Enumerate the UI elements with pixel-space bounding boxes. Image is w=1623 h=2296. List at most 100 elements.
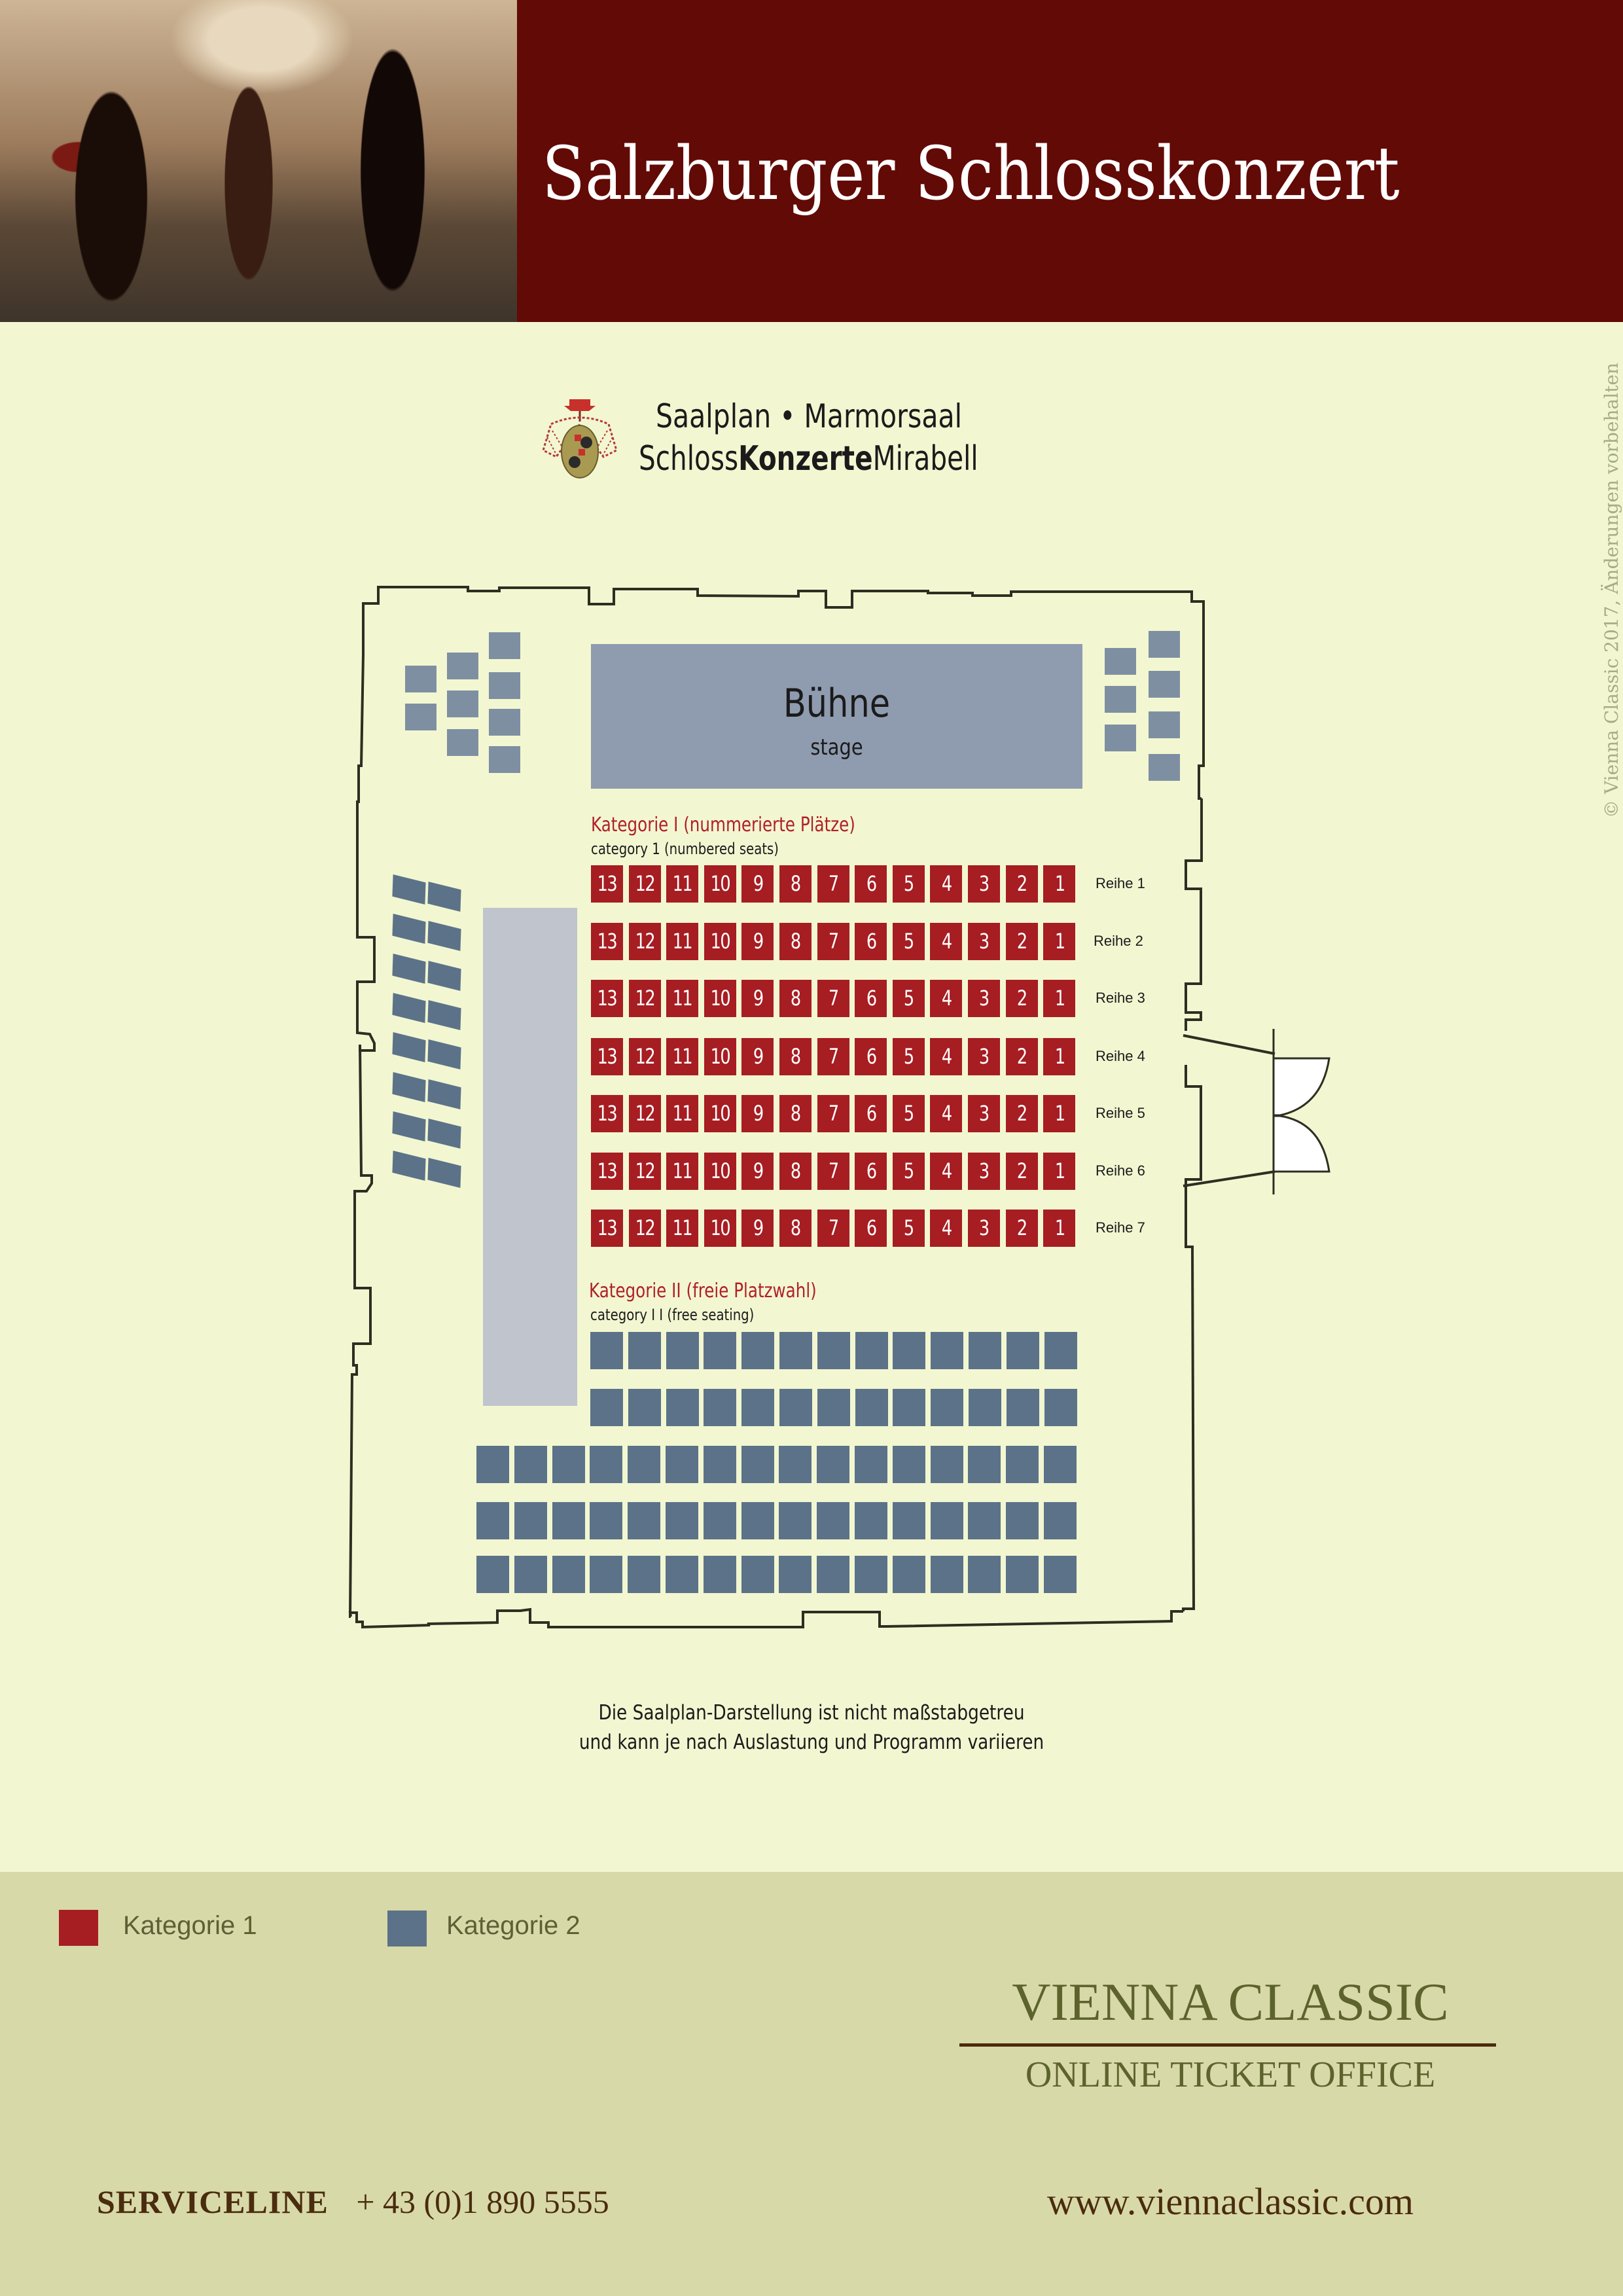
- seat[interactable]: [931, 1389, 964, 1426]
- seat[interactable]: [817, 1502, 850, 1539]
- seat[interactable]: [392, 953, 426, 984]
- seat[interactable]: 11: [666, 980, 699, 1017]
- seat[interactable]: [392, 1071, 426, 1102]
- seat[interactable]: [1105, 648, 1136, 675]
- seat[interactable]: [1044, 1332, 1077, 1369]
- seat[interactable]: 8: [779, 1153, 812, 1190]
- seat[interactable]: [1044, 1446, 1077, 1483]
- seat[interactable]: [590, 1332, 623, 1369]
- seat[interactable]: [514, 1556, 547, 1593]
- seat[interactable]: 4: [930, 1153, 963, 1190]
- seat[interactable]: 4: [930, 1210, 963, 1247]
- seat[interactable]: [968, 1446, 1001, 1483]
- seat[interactable]: [1149, 754, 1180, 781]
- seat[interactable]: [779, 1446, 812, 1483]
- seat[interactable]: [817, 1556, 850, 1593]
- seat[interactable]: 6: [855, 1153, 887, 1190]
- seat[interactable]: 7: [817, 980, 849, 1017]
- seat[interactable]: [552, 1502, 585, 1539]
- seat[interactable]: 7: [817, 1038, 849, 1075]
- seat[interactable]: 12: [628, 865, 661, 903]
- seat[interactable]: [703, 1556, 736, 1593]
- seat[interactable]: 2: [1005, 980, 1038, 1017]
- seat[interactable]: 10: [704, 1038, 736, 1075]
- seat[interactable]: 2: [1005, 1210, 1038, 1247]
- seat[interactable]: 11: [666, 1153, 699, 1190]
- seat[interactable]: 1: [1043, 1153, 1076, 1190]
- seat[interactable]: 5: [892, 923, 925, 960]
- seat[interactable]: [392, 914, 426, 944]
- seat[interactable]: [1044, 1389, 1077, 1426]
- seat[interactable]: 11: [666, 1210, 699, 1247]
- seat[interactable]: 4: [930, 865, 963, 903]
- seat[interactable]: [590, 1389, 623, 1426]
- seat[interactable]: [405, 666, 437, 692]
- seat[interactable]: 2: [1005, 923, 1038, 960]
- seat[interactable]: [514, 1446, 547, 1483]
- seat[interactable]: [704, 1332, 737, 1369]
- seat[interactable]: [552, 1556, 585, 1593]
- seat[interactable]: 7: [817, 1095, 849, 1132]
- seat[interactable]: [892, 1502, 925, 1539]
- seat[interactable]: 1: [1043, 980, 1076, 1017]
- seat[interactable]: [1006, 1502, 1039, 1539]
- seat[interactable]: [590, 1446, 623, 1483]
- seat[interactable]: [817, 1389, 850, 1426]
- seat[interactable]: 12: [628, 1210, 661, 1247]
- seat[interactable]: 9: [741, 1095, 774, 1132]
- seat[interactable]: [666, 1389, 699, 1426]
- seat[interactable]: [447, 729, 478, 756]
- seat[interactable]: 10: [704, 1210, 736, 1247]
- seat[interactable]: [427, 1079, 461, 1109]
- seat[interactable]: [855, 1446, 887, 1483]
- seat[interactable]: [931, 1332, 964, 1369]
- seat[interactable]: [741, 1446, 774, 1483]
- seat[interactable]: 6: [855, 1038, 887, 1075]
- seat[interactable]: [392, 1111, 426, 1141]
- seat[interactable]: [741, 1556, 774, 1593]
- seat[interactable]: [489, 632, 520, 659]
- seat[interactable]: 10: [704, 865, 736, 903]
- seat[interactable]: 3: [968, 1210, 1000, 1247]
- seat[interactable]: 13: [591, 923, 623, 960]
- seat[interactable]: 4: [930, 1095, 963, 1132]
- seat[interactable]: [1044, 1502, 1077, 1539]
- seat[interactable]: 5: [892, 1210, 925, 1247]
- seat[interactable]: [489, 672, 520, 699]
- seat[interactable]: 5: [892, 1038, 925, 1075]
- seat[interactable]: 6: [855, 1095, 887, 1132]
- seat[interactable]: 13: [591, 865, 623, 903]
- seat[interactable]: [666, 1502, 698, 1539]
- seat[interactable]: [741, 1502, 774, 1539]
- website-link[interactable]: www.viennaclassic.com: [1047, 2180, 1414, 2223]
- seat[interactable]: [489, 709, 520, 736]
- seat[interactable]: [405, 704, 437, 730]
- seat[interactable]: 7: [817, 865, 849, 903]
- seat[interactable]: 9: [741, 980, 774, 1017]
- seat[interactable]: 12: [628, 1095, 661, 1132]
- seat[interactable]: 7: [817, 1210, 849, 1247]
- seat[interactable]: 3: [968, 865, 1000, 903]
- seat[interactable]: [930, 1556, 963, 1593]
- seat[interactable]: [427, 1118, 461, 1149]
- seat[interactable]: 2: [1005, 1153, 1038, 1190]
- seat[interactable]: 13: [591, 1153, 623, 1190]
- seat[interactable]: 1: [1043, 923, 1076, 960]
- seat[interactable]: 10: [704, 1095, 736, 1132]
- seat[interactable]: 8: [779, 865, 812, 903]
- seat[interactable]: [930, 1502, 963, 1539]
- seat[interactable]: 2: [1005, 1038, 1038, 1075]
- serviceline-phone[interactable]: + 43 (0)1 890 5555: [356, 2183, 609, 2220]
- seat[interactable]: [447, 653, 478, 679]
- seat[interactable]: [1006, 1446, 1039, 1483]
- seat[interactable]: 8: [779, 980, 812, 1017]
- seat[interactable]: 10: [704, 1153, 736, 1190]
- seat[interactable]: 8: [779, 923, 812, 960]
- seat[interactable]: [855, 1332, 888, 1369]
- seat[interactable]: [666, 1332, 699, 1369]
- seat[interactable]: [855, 1502, 887, 1539]
- seat[interactable]: [590, 1556, 623, 1593]
- seat[interactable]: [969, 1332, 1001, 1369]
- seat[interactable]: 9: [741, 1153, 774, 1190]
- seat[interactable]: 8: [779, 1095, 812, 1132]
